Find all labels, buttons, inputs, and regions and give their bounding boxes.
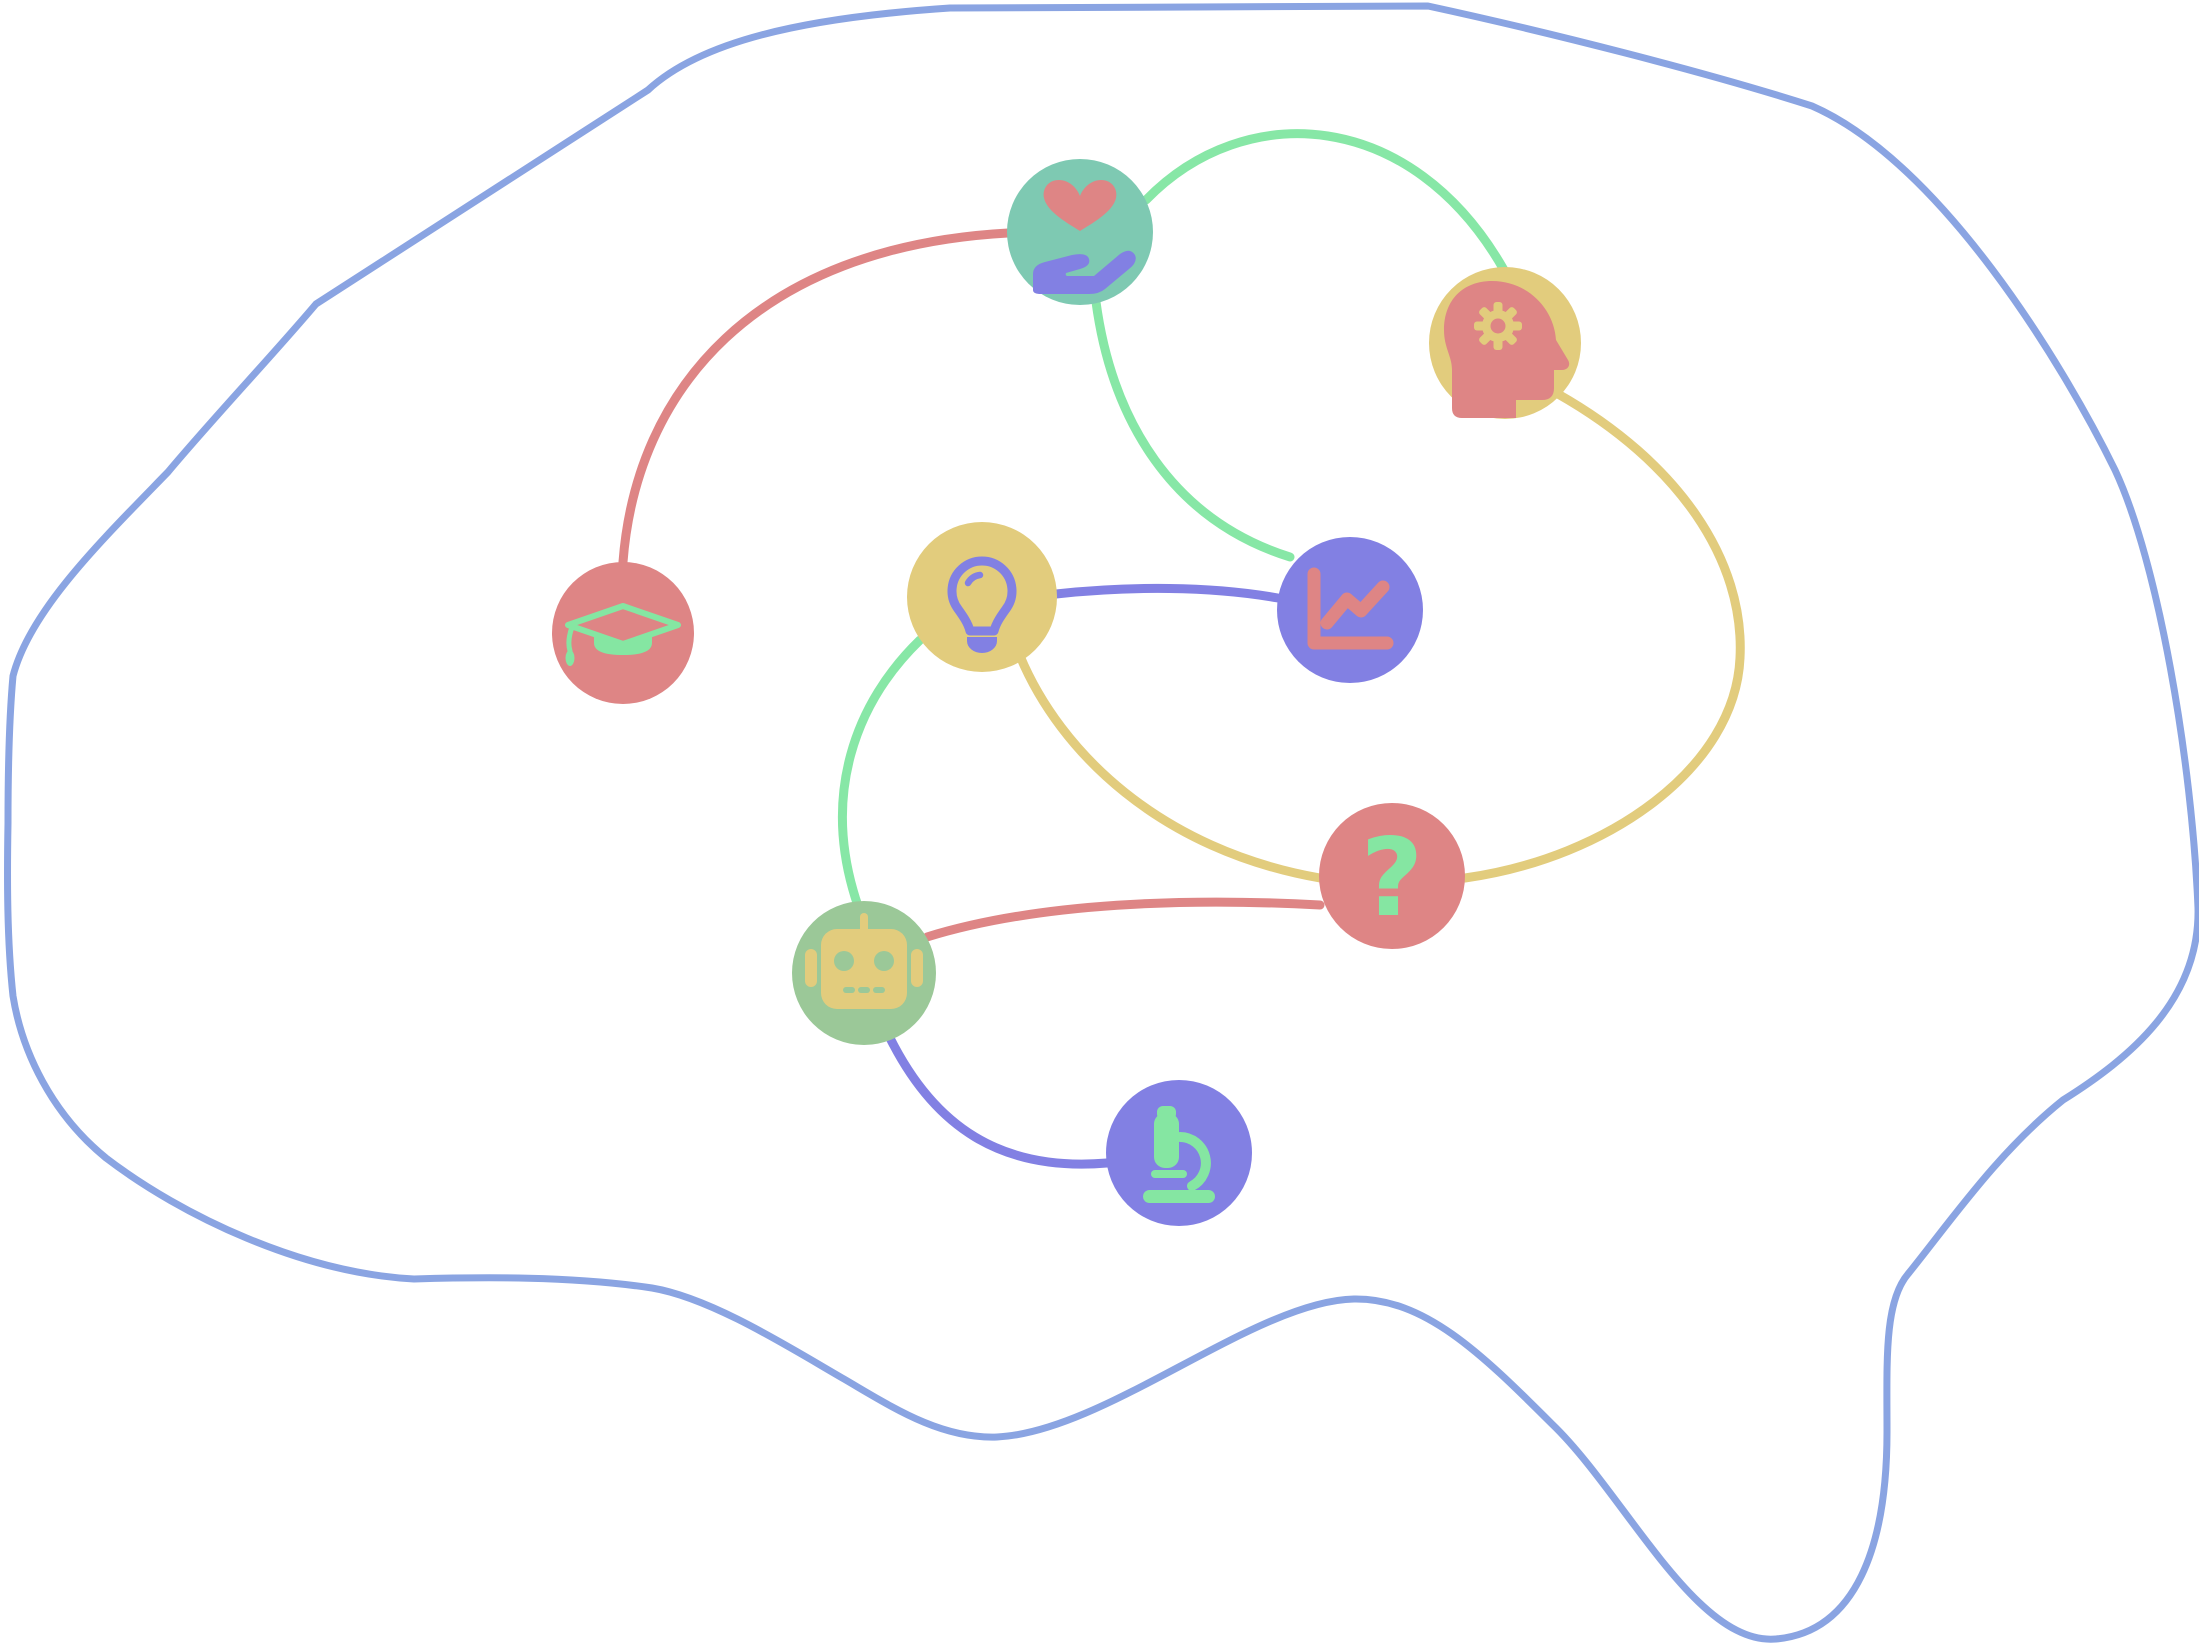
robot-mouth-dash xyxy=(843,987,855,993)
head-gear-icon xyxy=(1444,281,1570,418)
edge-robot-microscope xyxy=(885,1033,1112,1169)
robot-eye xyxy=(874,951,894,971)
edge-lightbulb-robot xyxy=(837,635,925,911)
node-question-mark: ? xyxy=(1319,803,1465,949)
line-chart-icon xyxy=(1307,567,1394,650)
robot-mouth-dash xyxy=(858,987,870,993)
robot-icon xyxy=(805,913,923,1009)
hand-icon xyxy=(1033,250,1136,294)
gear-icon xyxy=(1474,302,1522,350)
microscope-icon xyxy=(1143,1106,1215,1203)
robot-mouth-dash xyxy=(873,987,885,993)
node-line-chart xyxy=(1277,537,1423,683)
node-graduation-cap-circle xyxy=(552,562,694,704)
robot-eye xyxy=(834,951,854,971)
edge-headgear-question xyxy=(1460,389,1745,883)
node-lightbulb-circle xyxy=(907,522,1057,672)
graduation-cap-icon xyxy=(565,603,681,666)
lightbulb-icon xyxy=(947,556,1017,653)
node-lightbulb xyxy=(907,522,1057,672)
node-microscope xyxy=(1106,1080,1252,1226)
node-head-with-gear xyxy=(1429,267,1581,419)
edge-gradcap-hearthand xyxy=(618,228,1013,567)
heart-icon xyxy=(1043,180,1117,231)
edge-robot-question xyxy=(922,897,1325,942)
node-heart-in-hand xyxy=(1007,159,1153,305)
node-robot xyxy=(792,901,936,1045)
edge-hearthand-chart xyxy=(1091,297,1295,562)
node-graduation-cap xyxy=(552,562,694,704)
edge-lightbulb-question xyxy=(1015,651,1325,883)
node-question-mark-circle xyxy=(1319,803,1465,949)
brain-outline xyxy=(4,2,2199,1643)
edge-lightbulb-chart xyxy=(1051,583,1283,603)
edge-hearthand-headgear xyxy=(1141,129,1509,275)
question-mark-icon: ? xyxy=(1361,816,1424,941)
